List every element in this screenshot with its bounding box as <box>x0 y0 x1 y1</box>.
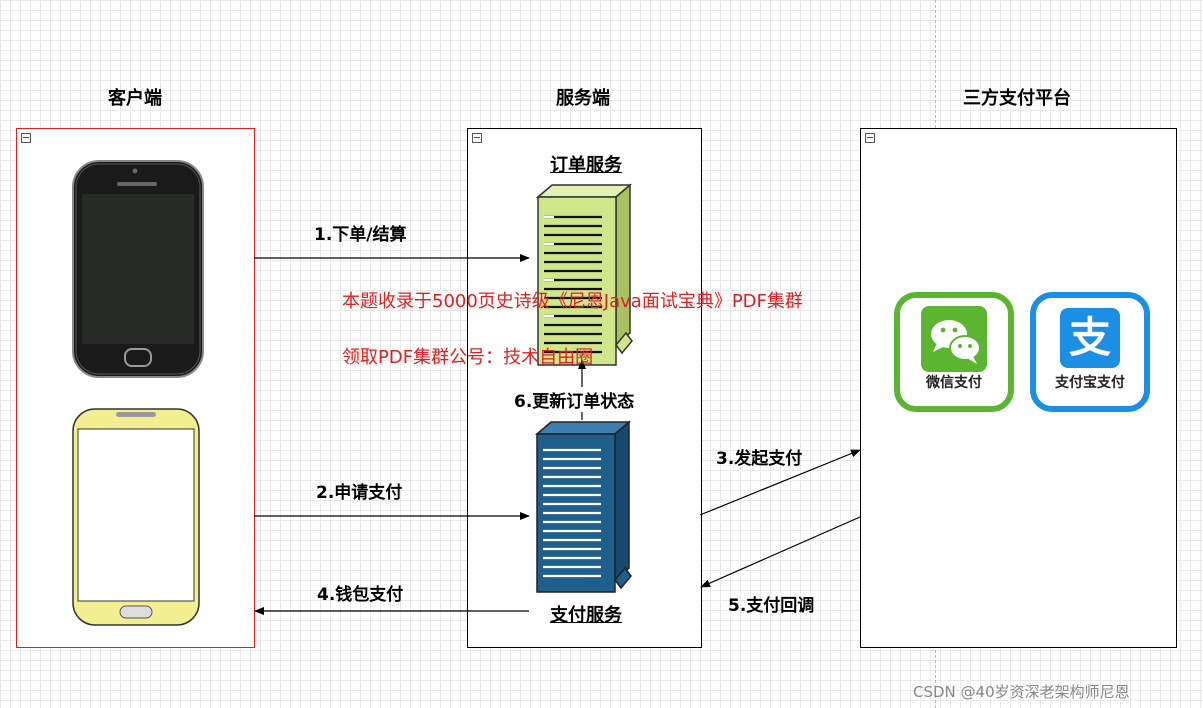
alipay-icon: 支 <box>1060 308 1120 368</box>
wechat-pay-tile[interactable]: 微信支付 <box>894 292 1014 412</box>
collapse-icon[interactable] <box>865 133 875 143</box>
client-column-title: 客户端 <box>108 88 162 109</box>
arrow-5-label: 5.支付回调 <box>728 596 815 616</box>
wechat-pay-label: 微信支付 <box>926 375 982 391</box>
alipay-tile[interactable]: 支 支付宝支付 <box>1030 292 1150 412</box>
arrow-3-initiate-payment <box>699 449 861 516</box>
payment-platforms-panel: 微信支付 支 支付宝支付 <box>892 282 1164 432</box>
collapse-icon[interactable] <box>472 133 482 143</box>
third-party-column-title: 三方支付平台 <box>963 88 1071 109</box>
alipay-label: 支付宝支付 <box>1055 375 1125 391</box>
server-column-title: 服务端 <box>556 88 610 109</box>
arrow-3-label: 3.发起支付 <box>716 449 803 469</box>
overlay-promo-line-2: 领取PDF集群公号：技术自由圈 <box>342 347 594 368</box>
arrow-1-label: 1.下单/结算 <box>314 225 407 245</box>
arrow-2-label: 2.申请支付 <box>316 483 403 503</box>
arrow-4-label: 4.钱包支付 <box>317 585 404 605</box>
wechat-icon <box>921 306 987 372</box>
arrow-6-label: 6.更新订单状态 <box>512 387 637 412</box>
arrow-5-payment-callback <box>700 516 861 588</box>
order-service-label: 订单服务 <box>550 155 622 176</box>
collapse-icon[interactable] <box>21 133 31 143</box>
payment-server-icon <box>534 420 632 593</box>
black-phone-icon <box>72 160 204 378</box>
order-server-icon <box>535 183 633 366</box>
overlay-promo-line-1: 本题收录于5000页史诗级《尼恩Java面试宝典》PDF集群 <box>342 291 803 312</box>
csdn-watermark: CSDN @40岁资深老架构师尼恩 <box>913 683 1130 701</box>
payment-service-label: 支付服务 <box>550 605 622 626</box>
alipay-glyph: 支 <box>1068 313 1111 362</box>
yellow-phone-icon <box>72 408 200 626</box>
